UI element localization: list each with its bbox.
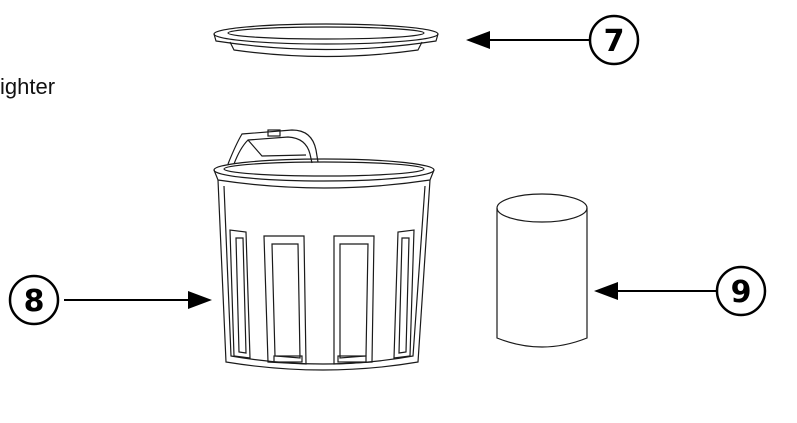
part-basket xyxy=(213,129,435,371)
callout-8-label: 8 xyxy=(24,284,45,319)
callout-7-label: 7 xyxy=(604,24,625,59)
callout-9: 9 xyxy=(715,265,767,317)
arrow-9 xyxy=(594,282,716,300)
part-lid-ring xyxy=(213,23,439,58)
part-cylinder-filter xyxy=(496,193,588,348)
callout-7: 7 xyxy=(588,14,640,66)
cropped-side-text: ighter xyxy=(0,74,56,99)
callout-9-label: 9 xyxy=(731,275,752,310)
callout-8: 8 xyxy=(8,274,60,326)
arrow-8 xyxy=(64,291,212,309)
arrow-7 xyxy=(466,31,590,49)
